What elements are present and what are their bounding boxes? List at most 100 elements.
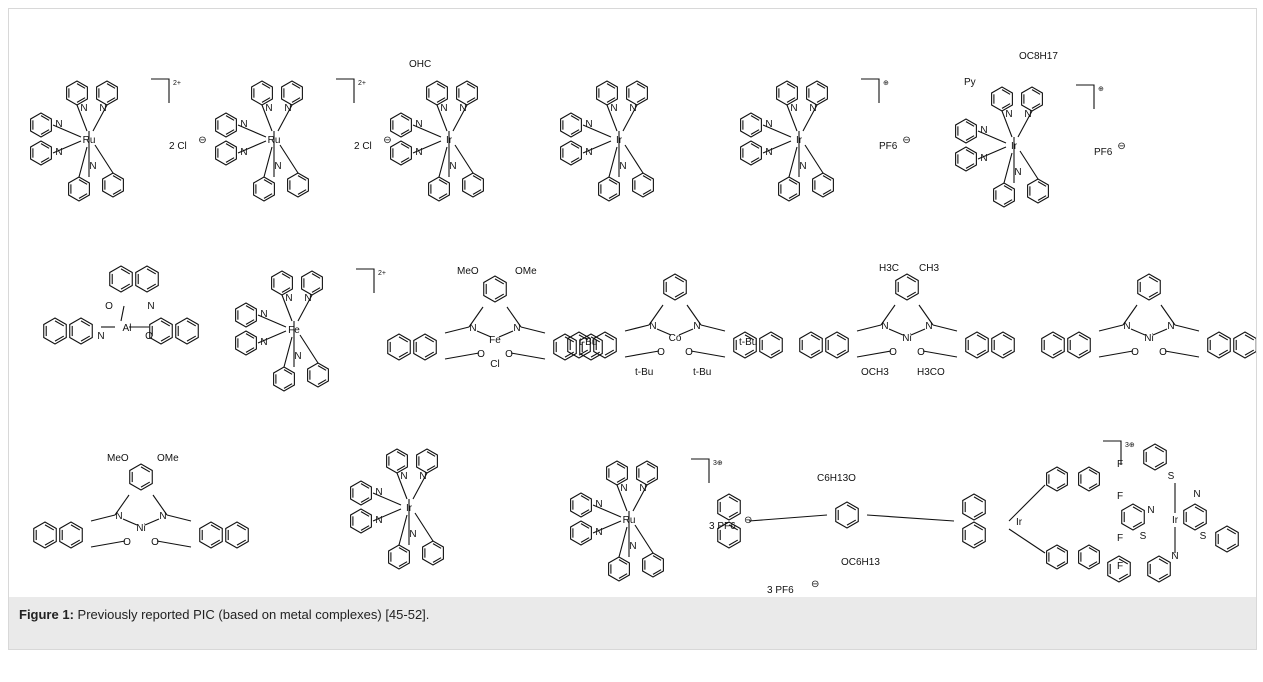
- nitrogen: N: [693, 321, 700, 332]
- charge-bracket: [356, 268, 375, 293]
- nitrogen: N: [285, 293, 292, 304]
- nitrogen: N: [610, 103, 617, 114]
- ring: [386, 448, 408, 474]
- double-bond: [438, 193, 448, 199]
- ring: [1046, 466, 1068, 492]
- substituent-py: Py: [964, 77, 976, 88]
- ring: [135, 265, 159, 293]
- double-bond: [317, 365, 327, 371]
- double-bond: [236, 524, 247, 531]
- double-bond: [822, 189, 832, 195]
- bond: [856, 350, 892, 358]
- double-bond: [578, 349, 589, 356]
- double-bond: [472, 189, 482, 195]
- double-bond: [750, 143, 760, 149]
- substituent-h3c: H3C: [879, 263, 899, 274]
- ring: [287, 172, 309, 198]
- double-bond: [54, 335, 65, 342]
- ring: [759, 331, 783, 359]
- nitrogen: N: [115, 511, 122, 522]
- double-bond: [973, 511, 984, 518]
- bond: [622, 104, 638, 132]
- substituent-och3: OCH3: [861, 367, 889, 378]
- double-bond: [580, 523, 590, 529]
- double-bond: [973, 539, 984, 546]
- substituent-ome: OMe: [157, 453, 179, 464]
- nitrogen: N: [790, 103, 797, 114]
- ring: [1215, 525, 1239, 553]
- nitrogen: N: [585, 147, 592, 158]
- oxygen: O: [123, 537, 131, 548]
- fluorine: F: [1117, 561, 1123, 572]
- double-bond: [1037, 195, 1047, 201]
- counter-ion: 3 PF6: [767, 585, 794, 596]
- metal-center-ru: Ru: [623, 515, 636, 526]
- nitrogen: N: [649, 321, 656, 332]
- ring: [965, 331, 989, 359]
- charge-bracket: [336, 78, 355, 103]
- double-bond: [770, 334, 781, 341]
- sulfur: S: [1168, 471, 1175, 482]
- bond: [120, 305, 125, 322]
- ring: [33, 521, 57, 549]
- double-bond: [360, 525, 370, 531]
- ring: [570, 520, 592, 546]
- nitrogen: N: [619, 161, 626, 172]
- nitrogen: N: [629, 541, 636, 552]
- bond: [476, 330, 492, 338]
- bond: [678, 328, 694, 336]
- ring: [1107, 555, 1131, 583]
- metal-center-ir: Ir: [446, 135, 453, 146]
- double-bond: [245, 333, 255, 339]
- double-bond: [263, 193, 273, 199]
- ring: [593, 331, 617, 359]
- double-bond: [436, 97, 446, 103]
- double-bond: [1088, 561, 1098, 567]
- nitrogen: N: [419, 471, 426, 482]
- bond: [52, 140, 82, 154]
- double-bond: [976, 334, 987, 341]
- caption-label: Figure 1:: [19, 607, 74, 622]
- ring: [717, 521, 741, 549]
- nitrogen: N: [1171, 551, 1178, 562]
- nitrogen: N: [284, 103, 291, 114]
- double-bond: [636, 97, 646, 103]
- ring: [993, 182, 1015, 208]
- double-bond: [580, 509, 590, 515]
- double-bond: [400, 157, 410, 163]
- nitrogen: N: [585, 119, 592, 130]
- ring: [129, 463, 153, 491]
- double-bond: [398, 547, 408, 553]
- bond: [786, 104, 798, 132]
- substituent-cl: Cl: [490, 359, 499, 370]
- nitrogen: N: [639, 483, 646, 494]
- ring: [553, 333, 577, 361]
- double-bond: [400, 143, 410, 149]
- bond: [606, 104, 618, 132]
- bond: [1098, 350, 1134, 358]
- double-bond: [225, 129, 235, 135]
- substituent-tbu: t-Bu: [635, 367, 653, 378]
- double-bond: [770, 349, 781, 356]
- double-bond: [160, 320, 171, 327]
- nitrogen: N: [55, 119, 62, 130]
- ring: [30, 140, 52, 166]
- bond: [412, 124, 442, 138]
- double-bond: [652, 569, 662, 575]
- ring: [483, 275, 507, 303]
- anion-sign: ⊖: [383, 135, 391, 146]
- double-bond: [570, 115, 580, 121]
- double-bond: [281, 273, 291, 279]
- double-bond: [652, 555, 662, 561]
- ring: [66, 80, 88, 106]
- substituent-ohc: OHC: [409, 59, 431, 70]
- ring: [235, 302, 257, 328]
- oxygen: O: [505, 349, 513, 360]
- nitrogen: N: [274, 161, 281, 172]
- ring: [462, 172, 484, 198]
- double-bond: [846, 519, 857, 526]
- nitrogen: N: [980, 153, 987, 164]
- charge-bracket: [151, 78, 170, 103]
- metal-center-ir: Ir: [796, 135, 803, 146]
